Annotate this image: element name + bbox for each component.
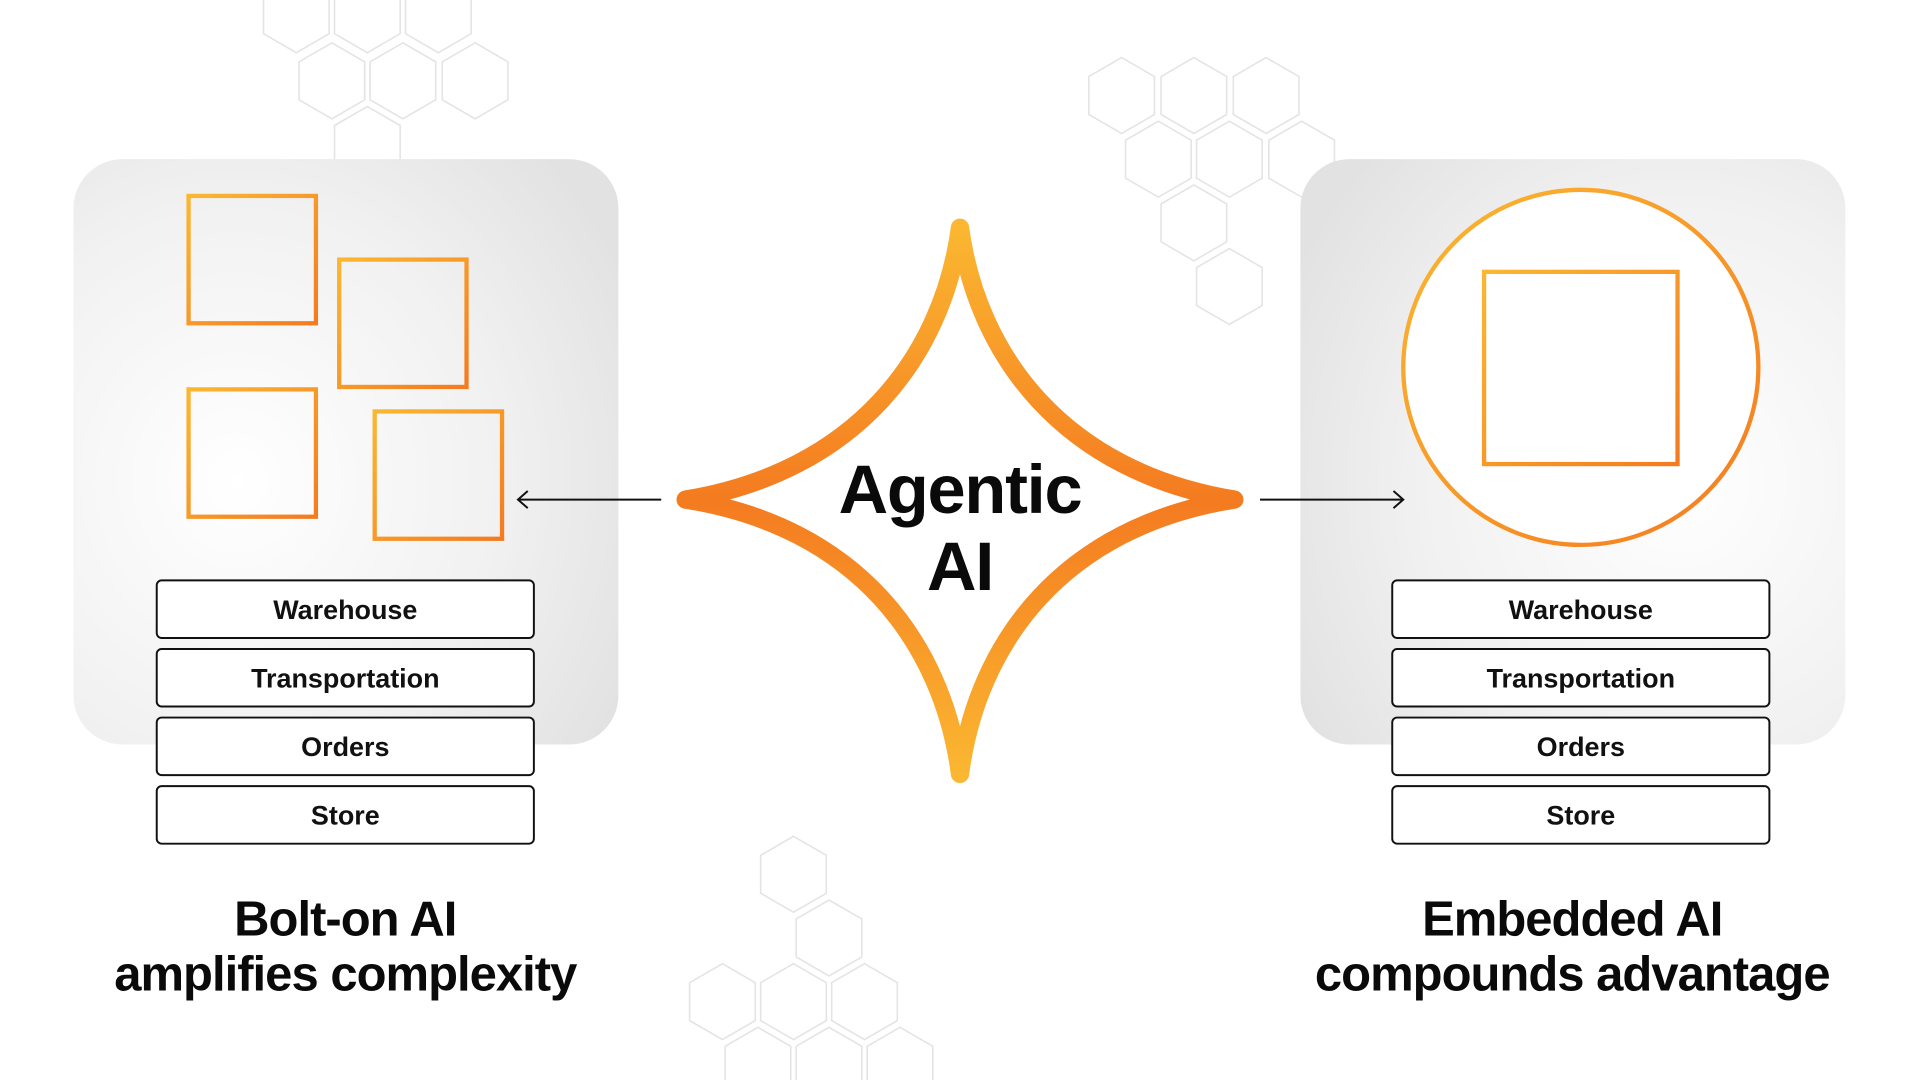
disconnected-module-3: [186, 387, 319, 519]
embedded-panel: Warehouse Transportation Orders Store Em…: [1300, 159, 1846, 1002]
layer-label: Orders: [301, 732, 389, 762]
layer-label: Warehouse: [273, 595, 417, 625]
hexagon-shape: [1160, 183, 1228, 262]
hexagon-shape: [1160, 56, 1228, 135]
disconnected-module-1: [186, 193, 319, 326]
hexagon-shape: [795, 899, 863, 977]
layer-label: Warehouse: [1509, 595, 1653, 625]
hexagon-shape: [866, 1026, 934, 1080]
left-title-line1: Bolt-on AI: [234, 893, 456, 947]
arrow-right-icon: [1260, 490, 1405, 509]
center-label-line1: Agentic: [839, 451, 1082, 528]
layer-warehouse: Warehouse: [155, 579, 535, 639]
layer-label: Store: [311, 801, 380, 831]
layer-orders: Orders: [1391, 716, 1771, 777]
hexagon-shape: [795, 1026, 863, 1080]
left-title-line2: amplifies complexity: [114, 948, 577, 1002]
hexagon-shape: [298, 41, 366, 120]
bolt-on-panel: Warehouse Transportation Orders Store Bo…: [73, 159, 619, 1002]
hexagon-pattern: [262, 0, 1336, 1080]
hexagon-shape: [1195, 247, 1264, 326]
hexagon-shape: [759, 962, 828, 1041]
layer-transportation: Transportation: [1391, 648, 1771, 708]
hexagon-shape: [404, 0, 472, 54]
layer-store: Store: [155, 785, 535, 845]
sparkle-star-icon: [676, 218, 1244, 784]
hexagon-shape: [369, 41, 437, 120]
hexagon-shape: [1268, 120, 1336, 199]
disconnected-module-2: [337, 257, 469, 390]
arrow-left-icon: [516, 490, 662, 509]
layer-orders: Orders: [155, 716, 535, 777]
hexagon-shape: [1124, 120, 1192, 199]
agentic-ai-star: Agentic AI: [676, 218, 1244, 784]
hexagon-shape: [333, 0, 401, 54]
right-title-line1: Embedded AI: [1422, 893, 1722, 947]
unified-grid-icon: [1481, 269, 1680, 467]
layer-label: Store: [1546, 801, 1615, 831]
layer-warehouse: Warehouse: [1391, 579, 1771, 639]
hexagon-shape: [262, 0, 330, 54]
hexagon-shape: [688, 962, 757, 1041]
hexagon-shape: [441, 41, 509, 120]
disconnected-module-4: [372, 409, 505, 541]
hexagon-shape: [724, 1026, 792, 1080]
hexagon-shape: [1088, 56, 1156, 135]
hexagon-shape: [830, 962, 899, 1041]
layer-label: Transportation: [251, 663, 439, 693]
layer-label: Transportation: [1487, 663, 1675, 693]
layer-store: Store: [1391, 785, 1771, 845]
layer-transportation: Transportation: [155, 648, 535, 708]
center-label-line2: AI: [927, 528, 993, 605]
layer-label: Orders: [1537, 732, 1625, 762]
hexagon-shape: [1232, 56, 1300, 135]
right-title-line2: compounds advantage: [1315, 948, 1830, 1002]
hexagon-shape: [1195, 120, 1264, 199]
hexagon-shape: [759, 835, 828, 914]
